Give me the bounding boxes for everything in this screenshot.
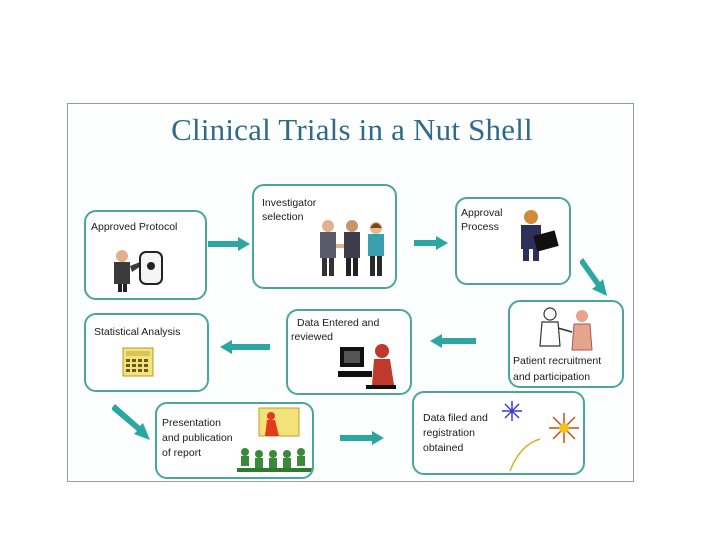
step-label-line: Approved Protocol xyxy=(91,221,178,233)
step-label-line: Statistical Analysis xyxy=(94,326,181,338)
step-statistical-analysis: Statistical Analysis xyxy=(84,313,209,392)
audience-presentation-illustration xyxy=(237,407,312,472)
arrow-protocol-to-investigator xyxy=(208,237,250,251)
step-label-line: selection xyxy=(262,211,304,223)
step-label-line: Data Entered and xyxy=(297,317,380,329)
step-data-entered: Data Entered and reviewed xyxy=(286,309,412,395)
calculator-illustration xyxy=(122,347,154,377)
presenter-illustration xyxy=(114,250,163,292)
step-label-line: of report xyxy=(162,447,202,459)
handshake-illustration xyxy=(320,220,384,276)
step-investigator-selection: Investigator selection xyxy=(252,184,397,289)
step-patient-recruitment: Patient recruitment and participation xyxy=(508,300,624,388)
step-label-line: obtained xyxy=(423,442,464,454)
step-label-line: Patient recruitment xyxy=(513,355,602,367)
step-label-line: and participation xyxy=(513,371,591,383)
diagram-title: Clinical Trials in a Nut Shell xyxy=(171,112,533,147)
step-label-line: Data filed and xyxy=(423,412,488,424)
doctor-patient-illustration xyxy=(539,307,593,351)
arrow-approval-to-recruitment xyxy=(580,258,607,296)
arrow-statistical-to-presentation xyxy=(112,404,150,440)
clipboard-person-illustration xyxy=(521,210,559,261)
arrow-recruitment-to-data-entered xyxy=(430,334,476,348)
step-label-line: Presentation xyxy=(162,417,221,429)
step-label-line: Process xyxy=(461,221,499,233)
fireworks-illustration xyxy=(502,401,579,472)
arrow-data-entered-to-statistical xyxy=(220,340,270,354)
step-label-line: Approval xyxy=(461,207,503,219)
arrow-investigator-to-approval xyxy=(414,236,448,250)
step-approval-process: Approval Process xyxy=(455,197,571,285)
step-label-line: Investigator xyxy=(262,197,317,209)
computer-worker-illustration xyxy=(338,344,396,389)
step-presentation: Presentation and publication of report xyxy=(155,402,314,479)
step-approved-protocol: Approved Protocol xyxy=(84,210,207,300)
step-label-line: and publication xyxy=(162,432,233,444)
step-label-line: registration xyxy=(423,427,475,439)
step-label-line: reviewed xyxy=(291,331,334,343)
arrow-presentation-to-data-filed xyxy=(340,431,384,445)
step-data-filed: Data filed and registration obtained xyxy=(412,391,585,475)
